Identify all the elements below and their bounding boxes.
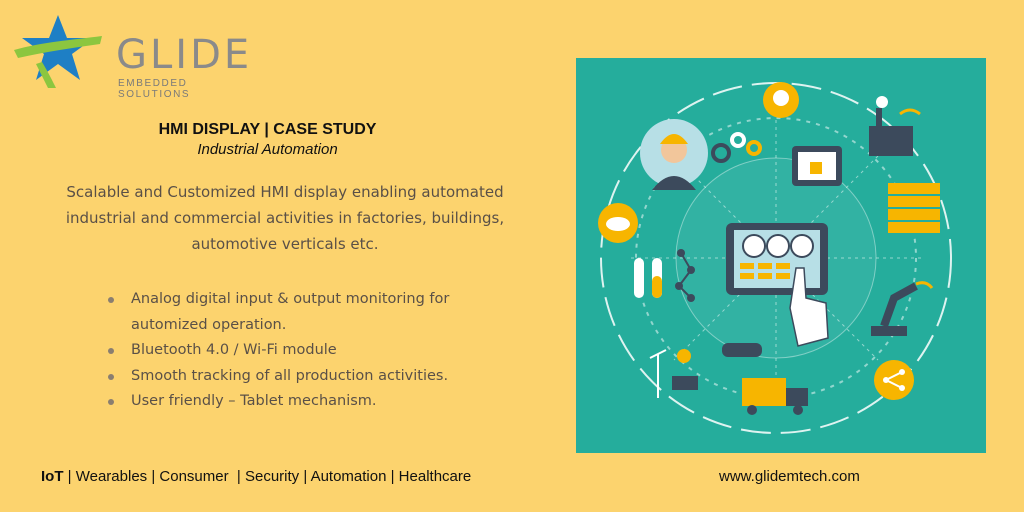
truck-icon bbox=[742, 378, 808, 415]
factory-icon bbox=[869, 96, 921, 156]
industries-footer: IoT | Wearables | Consumer | Security | … bbox=[41, 468, 471, 485]
list-item: Bluetooth 4.0 / Wi-Fi module bbox=[108, 338, 498, 364]
footer-first-item: IoT bbox=[41, 468, 64, 485]
case-study-subtitle: Industrial Automation bbox=[197, 141, 338, 158]
brand-name: GLIDE bbox=[116, 32, 253, 78]
description: Scalable and Customized HMI display enab… bbox=[65, 183, 505, 253]
vr-glasses-icon bbox=[722, 343, 762, 357]
list-item: Smooth tracking of all production activi… bbox=[108, 364, 498, 390]
test-tubes-icon bbox=[634, 258, 662, 298]
brand-tagline: EMBEDDED SOLUTIONS bbox=[118, 78, 191, 100]
wind-solar-icon bbox=[649, 349, 698, 398]
gears-icon bbox=[711, 132, 762, 163]
tablet-hmi-icon bbox=[726, 223, 829, 347]
worker-icon bbox=[640, 119, 708, 190]
industrial-automation-illustration bbox=[576, 58, 986, 453]
case-study-title: HMI DISPLAY | CASE STUDY bbox=[158, 121, 377, 138]
automation-diagram bbox=[598, 82, 952, 434]
printer-3d-icon bbox=[792, 146, 842, 186]
list-item: User friendly – Tablet mechanism. bbox=[108, 389, 498, 415]
cloud-upload-icon bbox=[598, 203, 638, 243]
server-icon bbox=[888, 183, 940, 233]
website-link[interactable]: www.glidemtech.com bbox=[719, 468, 860, 485]
robot-arm-icon bbox=[871, 281, 934, 336]
footer-rest-items: | Wearables | Consumer | Security | Auto… bbox=[63, 468, 472, 485]
feature-list: Analog digital input & output monitoring… bbox=[108, 287, 498, 415]
share-icon bbox=[874, 360, 914, 400]
list-item: Analog digital input & output monitoring… bbox=[108, 287, 498, 338]
molecule-icon bbox=[675, 249, 695, 302]
star-logo-icon bbox=[14, 15, 102, 88]
glide-logo[interactable]: GLIDE EMBEDDED SOLUTIONS bbox=[12, 12, 262, 100]
lightbulb-icon bbox=[763, 82, 799, 118]
